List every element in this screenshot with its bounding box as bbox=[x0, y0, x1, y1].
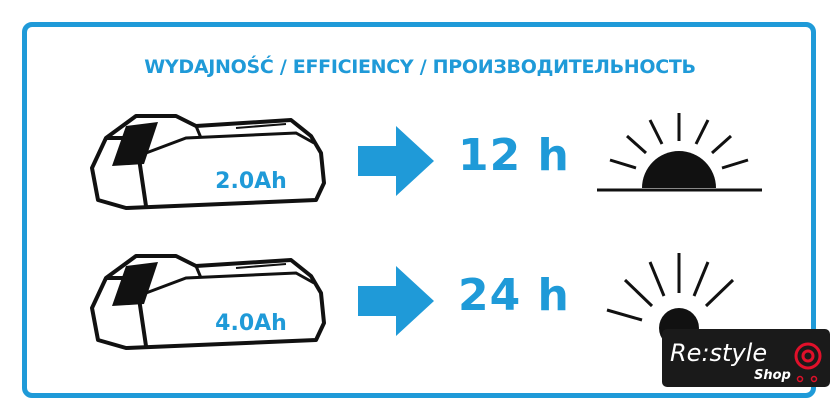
restyle-shop-logo: Re:style Shop bbox=[662, 329, 830, 387]
border-frame bbox=[22, 22, 816, 398]
battery-label: 4.0Ah bbox=[215, 311, 287, 336]
sunset-icon bbox=[597, 113, 762, 192]
logo-brand: Re:style bbox=[670, 339, 767, 367]
row-4ah: 4.0Ah 24 h bbox=[0, 248, 840, 358]
infographic-title: WYDAJNOŚĆ / EFFICIENCY / ПРОИЗВОДИТЕЛЬНО… bbox=[144, 56, 696, 78]
runtime-value: 12 h bbox=[458, 130, 570, 181]
battery-label: 2.0Ah bbox=[215, 169, 287, 194]
battery-icon: 4.0Ah bbox=[90, 254, 326, 350]
battery-icon: 2.0Ah bbox=[90, 114, 326, 210]
arrow-right-icon bbox=[358, 126, 434, 196]
runtime-value: 24 h bbox=[458, 270, 570, 321]
arrow-right-icon bbox=[358, 266, 434, 336]
row-2ah: 2.0Ah 12 h bbox=[0, 108, 840, 218]
logo-sub: Shop bbox=[754, 368, 791, 383]
